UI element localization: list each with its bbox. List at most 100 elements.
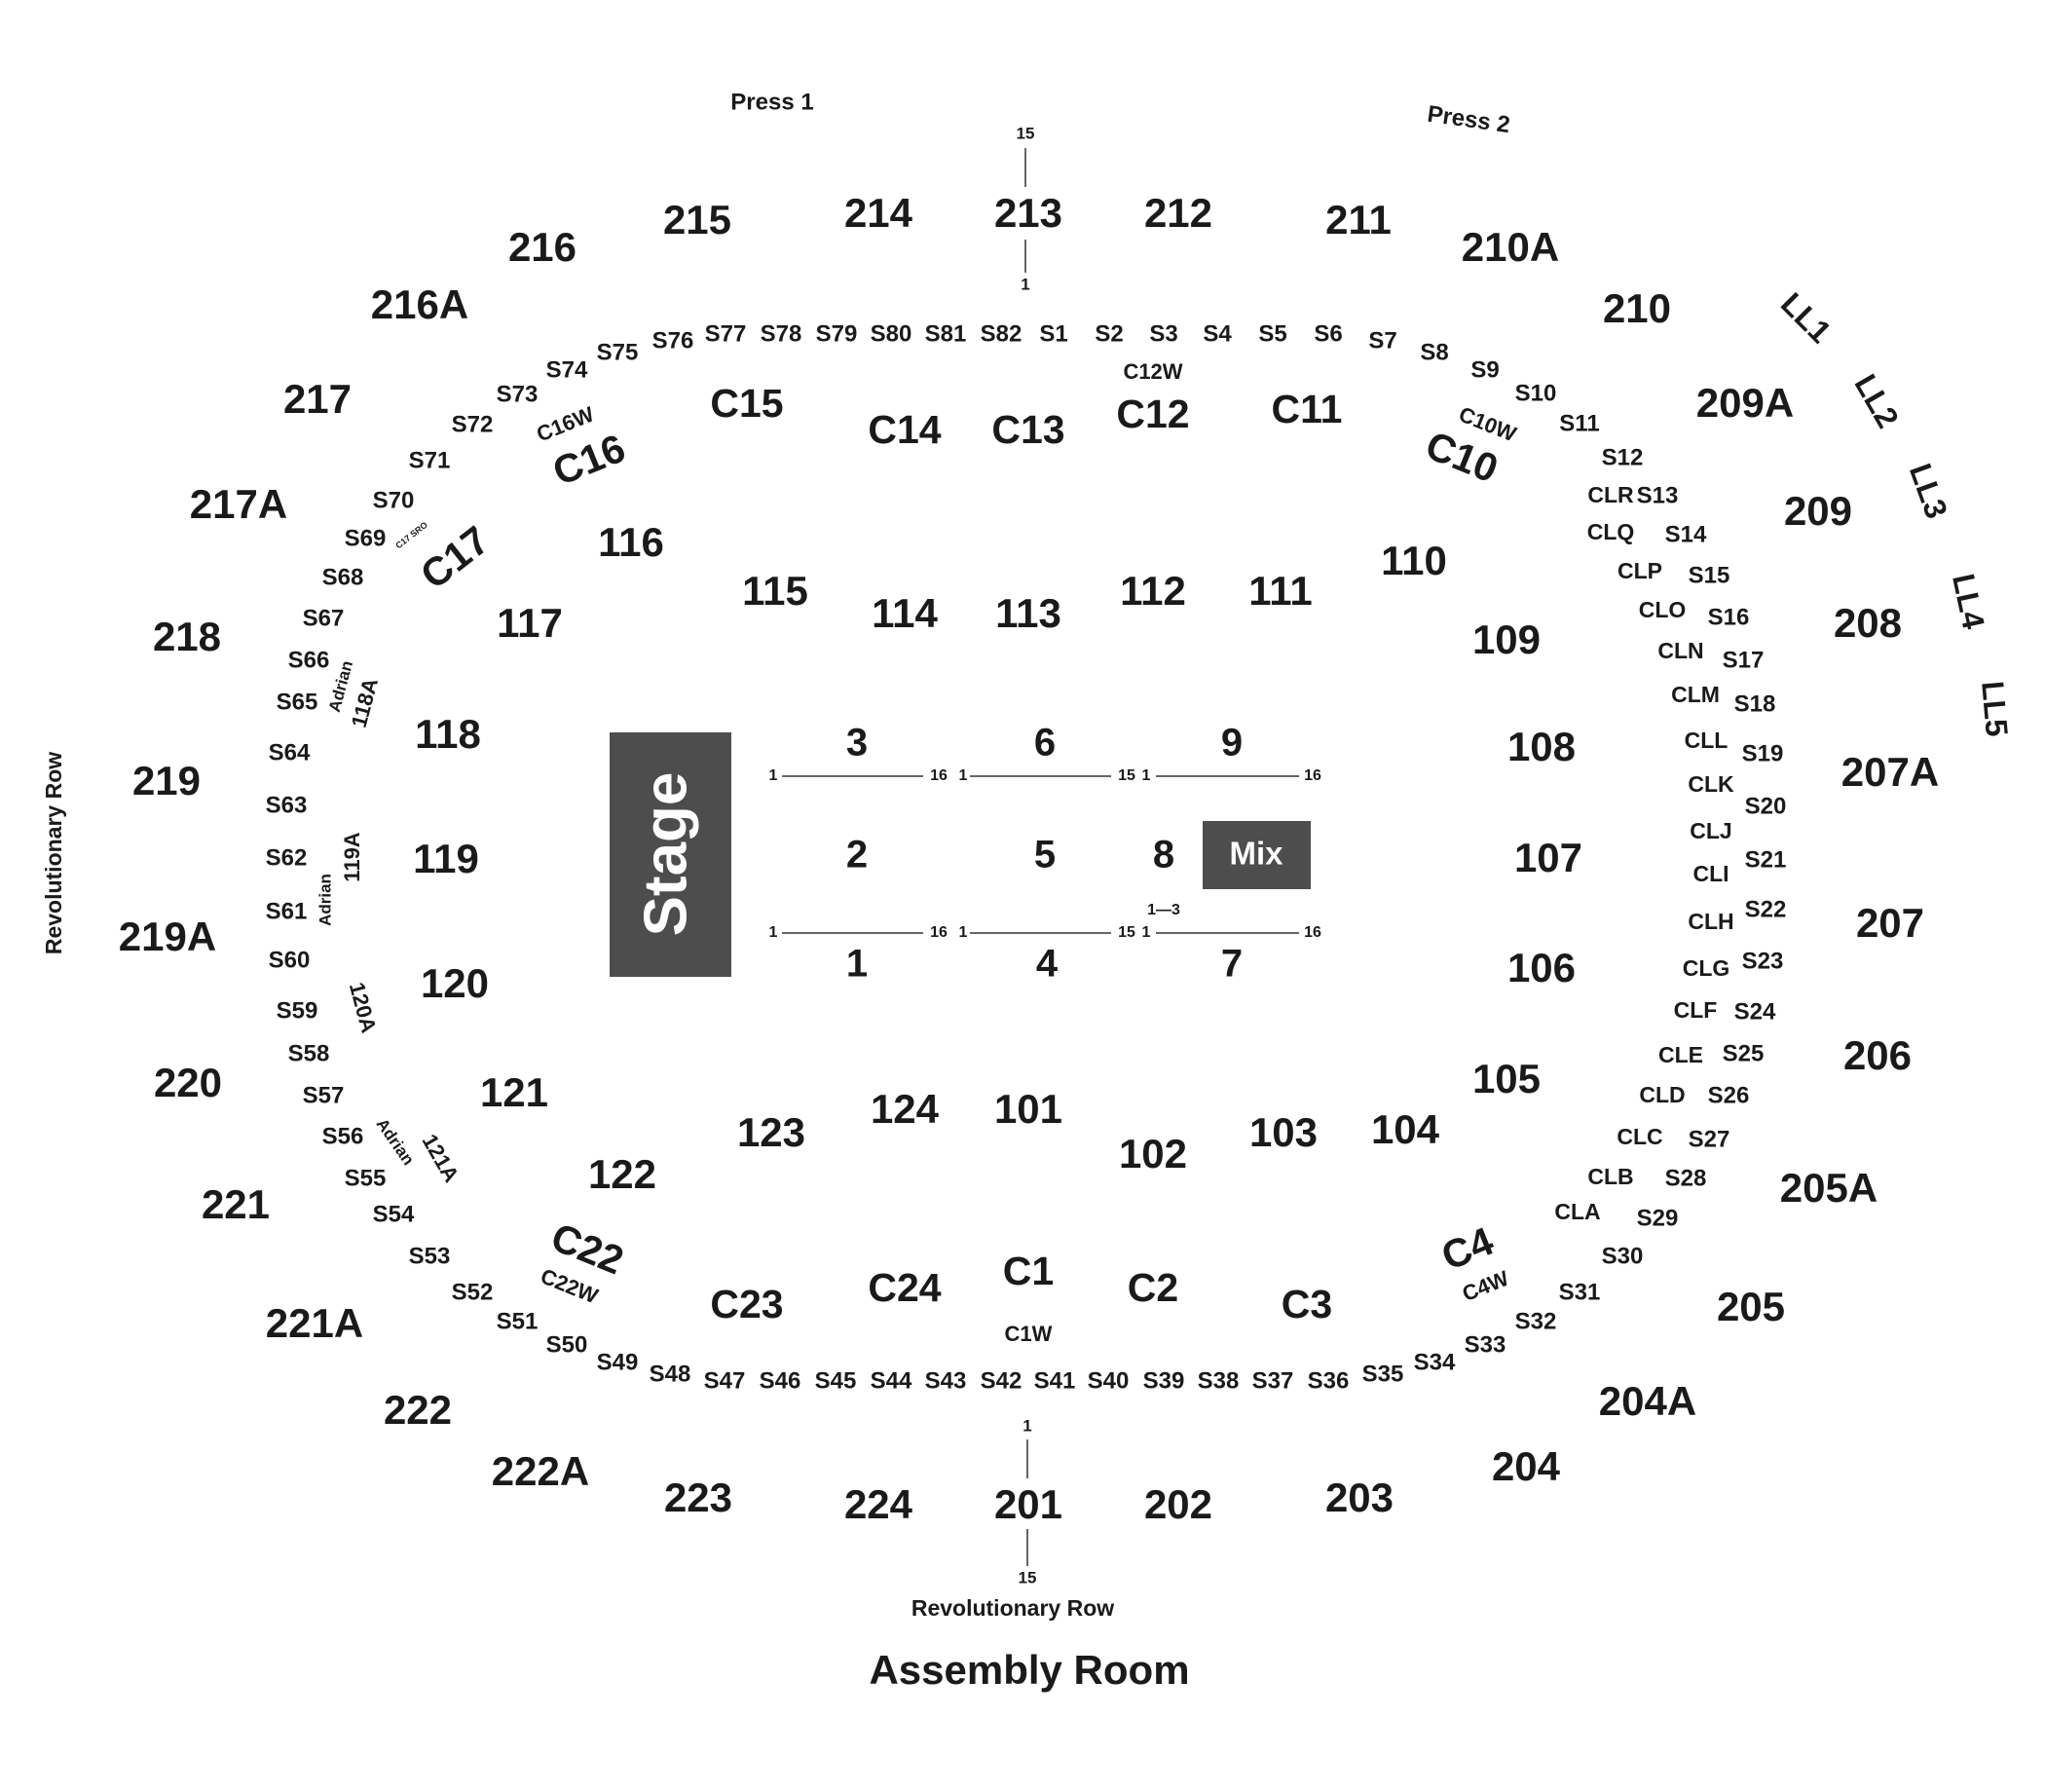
suite-s74[interactable]: S74: [546, 356, 588, 383]
suite-s76[interactable]: S76: [652, 327, 694, 354]
suite-s31[interactable]: S31: [1559, 1279, 1601, 1305]
section-112[interactable]: 112: [1120, 568, 1186, 614]
suite-s23[interactable]: S23: [1742, 948, 1784, 974]
section-121[interactable]: 121: [480, 1069, 548, 1115]
floor-section-9[interactable]: 9: [1221, 722, 1243, 765]
suite-s58[interactable]: S58: [288, 1040, 330, 1066]
suite-s60[interactable]: S60: [269, 947, 311, 973]
section-116[interactable]: 116: [598, 519, 664, 565]
adrian-section-120a[interactable]: 120A: [345, 980, 382, 1035]
club-loge-cln[interactable]: CLN: [1657, 638, 1703, 663]
club-loge-clg[interactable]: CLG: [1683, 955, 1730, 981]
suite-s59[interactable]: S59: [277, 997, 318, 1024]
suite-s9[interactable]: S9: [1470, 356, 1499, 383]
section-207a[interactable]: 207A: [1841, 749, 1939, 795]
suite-s17[interactable]: S17: [1723, 647, 1765, 673]
section-220[interactable]: 220: [154, 1060, 222, 1105]
section-102[interactable]: 102: [1119, 1131, 1187, 1176]
floor-section-5[interactable]: 5: [1034, 834, 1056, 877]
suite-s28[interactable]: S28: [1665, 1165, 1707, 1191]
suite-s54[interactable]: S54: [373, 1201, 415, 1227]
club-loge-cll[interactable]: CLL: [1685, 728, 1729, 753]
suite-s67[interactable]: S67: [303, 605, 345, 631]
section-217[interactable]: 217: [283, 376, 352, 422]
suite-s12[interactable]: S12: [1602, 444, 1644, 470]
suite-s53[interactable]: S53: [409, 1243, 451, 1269]
suite-s27[interactable]: S27: [1689, 1126, 1730, 1152]
club-loge-clh[interactable]: CLH: [1688, 909, 1733, 934]
floor-section-3[interactable]: 3: [846, 722, 868, 765]
suite-s11[interactable]: S11: [1559, 410, 1599, 436]
section-118[interactable]: 118: [415, 711, 481, 757]
section-123[interactable]: 123: [737, 1109, 805, 1155]
suite-s24[interactable]: S24: [1734, 998, 1776, 1025]
section-202[interactable]: 202: [1144, 1481, 1212, 1527]
club-section-c2[interactable]: C2: [1128, 1265, 1178, 1310]
suite-s41[interactable]: S41: [1034, 1367, 1076, 1394]
suite-s47[interactable]: S47: [704, 1367, 746, 1394]
club-section-c15[interactable]: C15: [710, 381, 783, 426]
loge-box-ll1[interactable]: LL1: [1774, 285, 1839, 350]
section-111[interactable]: 111: [1248, 568, 1312, 614]
suite-s15[interactable]: S15: [1689, 562, 1730, 588]
section-221a[interactable]: 221A: [266, 1300, 363, 1346]
suite-s52[interactable]: S52: [452, 1279, 494, 1305]
section-214[interactable]: 214: [844, 190, 913, 236]
section-215[interactable]: 215: [663, 197, 731, 243]
suite-s20[interactable]: S20: [1745, 793, 1787, 819]
suite-s40[interactable]: S40: [1088, 1367, 1130, 1394]
section-105[interactable]: 105: [1472, 1056, 1541, 1101]
suite-s37[interactable]: S37: [1252, 1367, 1294, 1394]
section-109[interactable]: 109: [1472, 616, 1541, 662]
suite-s75[interactable]: S75: [597, 339, 639, 365]
suite-s7[interactable]: S7: [1368, 327, 1396, 354]
section-209[interactable]: 209: [1784, 488, 1852, 534]
loge-box-ll2[interactable]: LL2: [1847, 368, 1906, 433]
section-108[interactable]: 108: [1507, 724, 1576, 769]
suite-s21[interactable]: S21: [1745, 846, 1787, 873]
club-section-c13[interactable]: C13: [991, 407, 1064, 452]
suite-s79[interactable]: S79: [816, 320, 858, 347]
suite-s81[interactable]: S81: [925, 320, 967, 347]
suite-s82[interactable]: S82: [981, 320, 1022, 347]
section-210[interactable]: 210: [1603, 285, 1671, 331]
suite-s42[interactable]: S42: [981, 1367, 1022, 1394]
section-201[interactable]: 201: [994, 1481, 1062, 1527]
loge-box-ll3[interactable]: LL3: [1903, 459, 1954, 523]
loge-box-ll5[interactable]: LL5: [1975, 680, 2015, 738]
c17-sro-section[interactable]: C17 SRO: [393, 520, 429, 551]
adrian-section-121a[interactable]: 121A: [417, 1130, 464, 1186]
suite-s63[interactable]: S63: [266, 792, 308, 818]
suite-s22[interactable]: S22: [1745, 896, 1787, 922]
suite-s65[interactable]: S65: [277, 689, 318, 715]
section-117[interactable]: 117: [497, 600, 563, 646]
section-119[interactable]: 119: [413, 836, 479, 881]
suite-s38[interactable]: S38: [1198, 1367, 1240, 1394]
suite-s44[interactable]: S44: [871, 1367, 912, 1394]
club-loge-clq[interactable]: CLQ: [1587, 519, 1635, 544]
suite-s3[interactable]: S3: [1149, 320, 1177, 347]
section-120[interactable]: 120: [421, 960, 489, 1006]
suite-s66[interactable]: S66: [288, 647, 330, 673]
suite-s68[interactable]: S68: [322, 564, 364, 590]
club-section-c24[interactable]: C24: [868, 1265, 941, 1310]
suite-s62[interactable]: S62: [266, 844, 308, 871]
suite-s70[interactable]: S70: [373, 487, 415, 513]
section-124[interactable]: 124: [871, 1086, 940, 1132]
section-122[interactable]: 122: [588, 1151, 656, 1197]
suite-s32[interactable]: S32: [1515, 1308, 1557, 1334]
club-loge-cla[interactable]: CLA: [1554, 1199, 1600, 1224]
section-223[interactable]: 223: [664, 1475, 732, 1520]
club-loge-clk[interactable]: CLK: [1688, 771, 1734, 797]
section-204a[interactable]: 204A: [1599, 1378, 1696, 1424]
suite-s46[interactable]: S46: [760, 1367, 801, 1394]
floor-section-1[interactable]: 1: [846, 943, 868, 986]
club-loge-cli[interactable]: CLI: [1692, 861, 1729, 886]
suite-s72[interactable]: S72: [452, 411, 494, 437]
floor-section-6[interactable]: 6: [1034, 722, 1056, 765]
section-212[interactable]: 212: [1144, 190, 1212, 236]
suite-s2[interactable]: S2: [1095, 320, 1123, 347]
suite-s73[interactable]: S73: [497, 381, 539, 407]
suite-s18[interactable]: S18: [1734, 691, 1776, 717]
suite-s39[interactable]: S39: [1143, 1367, 1185, 1394]
